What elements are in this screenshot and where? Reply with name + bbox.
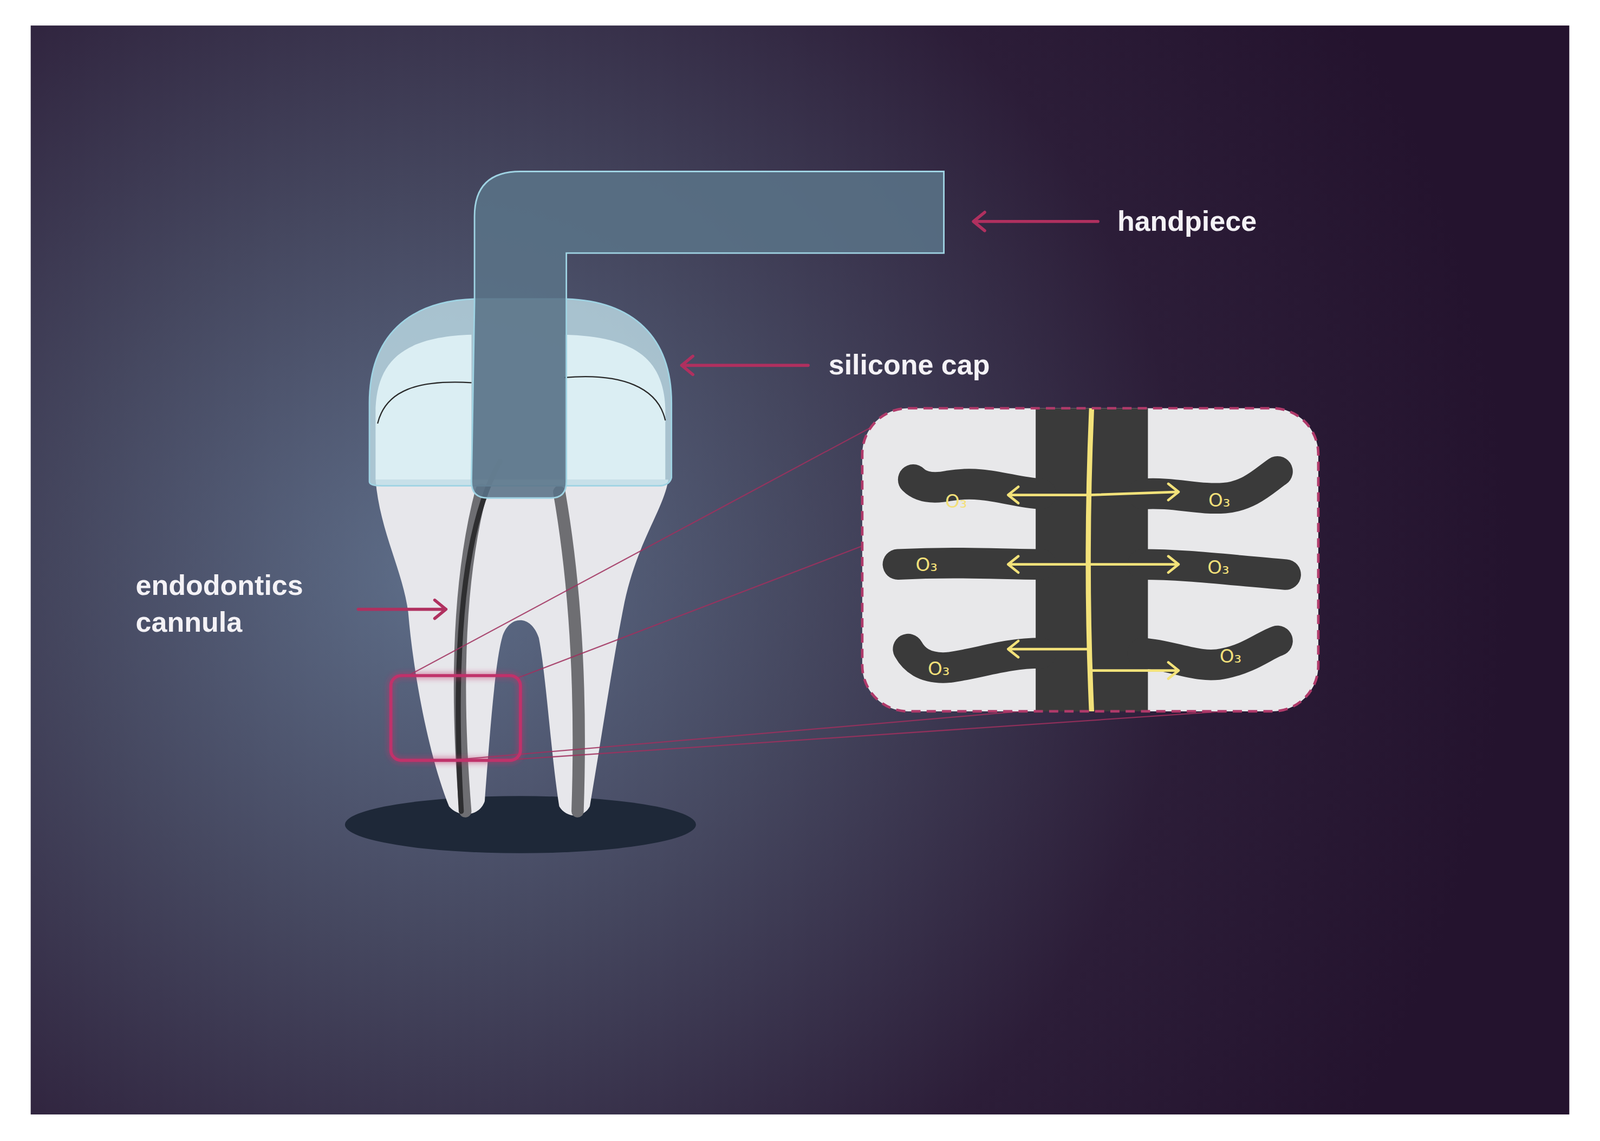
part-label: silicone cap: [828, 347, 991, 385]
root-canal: [558, 491, 579, 812]
ozone-label: O₃: [915, 555, 938, 574]
part-label-holder: handpiece: [1117, 203, 1257, 240]
cannula-core: [1088, 407, 1092, 711]
leader-arrow: [973, 212, 1098, 231]
ozone-label: O₃: [1208, 490, 1231, 510]
ozone-label: O₃: [1207, 557, 1229, 577]
part-label: handpiece: [1117, 203, 1257, 240]
ozone-label-holder: O₃: [927, 659, 950, 678]
ozone-label-holder: O₃: [1219, 646, 1242, 666]
inset-border: [862, 407, 1319, 711]
cap-pad: [564, 334, 666, 480]
part-label-holder: silicone cap: [828, 347, 991, 385]
ozone-label: O₃: [945, 491, 967, 511]
inset-content: [898, 407, 1286, 711]
ozone-label-holder: O₃: [1207, 557, 1229, 577]
cap-contour: [377, 381, 472, 424]
background-panel: [30, 25, 1570, 1115]
tooth-shadow: [345, 795, 697, 853]
cap-pad: [375, 334, 472, 480]
tooth: [375, 479, 669, 816]
ozone-arrows: [1007, 483, 1179, 679]
magnifier-box: [391, 675, 521, 760]
ozone-label-holder: O₃: [1208, 490, 1231, 510]
ozone-label-holder: O₃: [915, 555, 938, 574]
dentinal-tubules: [898, 471, 1286, 668]
part-label: endodontics cannula: [135, 567, 351, 641]
ozone-label: O₃: [1219, 646, 1242, 666]
leader-arrow: [681, 355, 809, 375]
leader-arrow: [358, 600, 446, 619]
ozone-label: O₃: [927, 659, 950, 678]
part-label-holder: endodontics cannula: [135, 567, 351, 641]
cap-contour: [564, 376, 666, 421]
ozone-label-holder: O₃: [945, 491, 967, 511]
